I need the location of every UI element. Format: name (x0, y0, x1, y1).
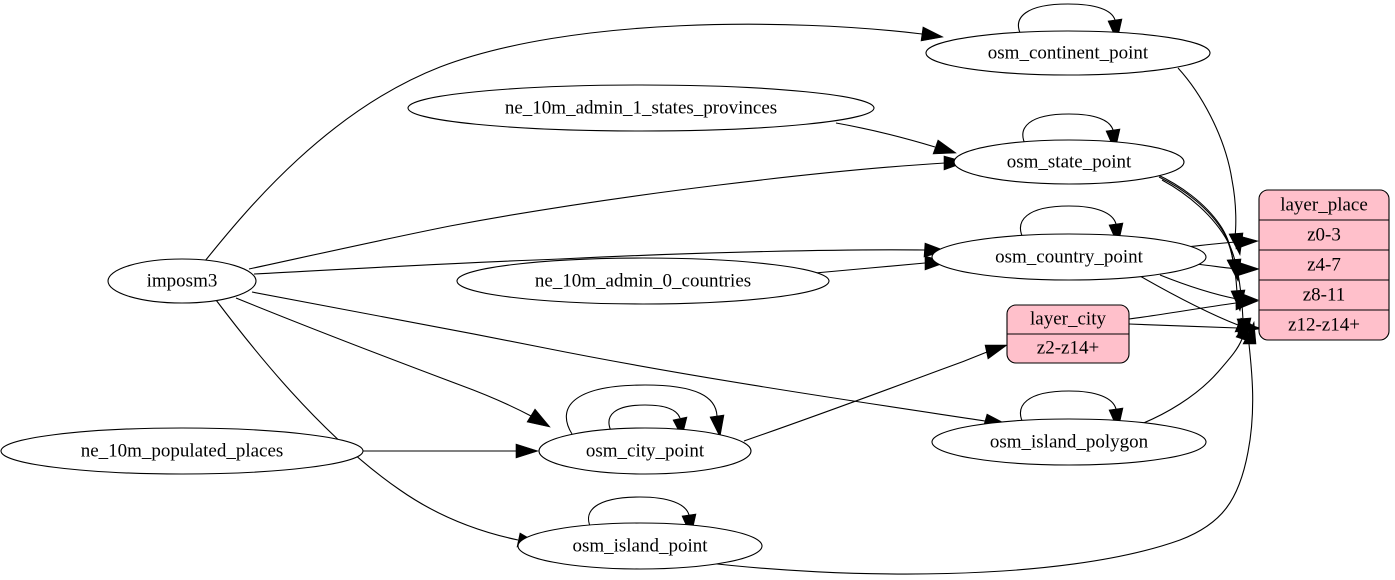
node-layer_place[interactable]: layer_place z0-3 z4-7 z8-11 z12-z14+ (1258, 189, 1390, 341)
edge-ne_10m_admin_0_countries-to-osm_country_point (814, 255, 948, 274)
edge-osm_island_polygon-to-layer_place-z12-z14plus (1135, 318, 1250, 427)
node-ne_10m_admin_0_countries[interactable]: ne_10m_admin_0_countries (456, 257, 830, 305)
node-osm_continent_point[interactable]: osm_continent_point (925, 30, 1211, 76)
node-osm_state_point-label: osm_state_point (1007, 151, 1132, 172)
layer_place-header-label: layer_place (1280, 194, 1368, 215)
edge-osm_city_point-to-layer_city-z2-z14plus (743, 344, 1008, 442)
layer_city-header-label: layer_city (1030, 308, 1106, 329)
node-osm_continent_point-label: osm_continent_point (988, 42, 1149, 63)
node-imposm3-label: imposm3 (147, 270, 218, 291)
node-osm_country_point[interactable]: osm_country_point (931, 233, 1207, 281)
layer_place-row-z0-3-label: z0-3 (1307, 224, 1341, 245)
edge-imposm3-to-osm_island_polygon (251, 291, 1007, 429)
node-ne_10m_populated_places[interactable]: ne_10m_populated_places (0, 427, 364, 475)
node-ne_10m_populated_places-label: ne_10m_populated_places (81, 440, 284, 461)
node-osm_city_point-label: osm_city_point (586, 440, 705, 461)
edge-selfloop-outer-osm_city_point (565, 384, 725, 438)
edge-osm_island_point-to-layer_place-z12-z14plus (699, 320, 1257, 575)
edge-layer_city-to-layer_place-z8-11 (1128, 295, 1259, 320)
node-layer_city[interactable]: layer_city z2-z14+ (1006, 304, 1130, 364)
edge-imposm3-to-osm_state_point (248, 155, 967, 270)
edge-selfloop-osm_continent_point (1018, 3, 1123, 42)
layer_place-row-z8-11-label: z8-11 (1303, 284, 1346, 305)
node-ne_10m_admin_0_countries-label: ne_10m_admin_0_countries (535, 270, 751, 291)
edge-ne_10m_admin_1_states_provinces-to-osm_state_point (835, 122, 957, 155)
layer-nodes-layer: layer_city z2-z14+ layer_place z0-3 z4-7… (1006, 189, 1390, 364)
edge-osm_country_point-to-layer_place-z4-7 (1195, 261, 1260, 277)
node-osm_island_polygon[interactable]: osm_island_polygon (931, 418, 1207, 466)
edge-osm_country_point-to-layer_place-z0-3 (1185, 234, 1259, 250)
edge-imposm3-to-osm_continent_point (204, 23, 944, 262)
node-osm_island_polygon-label: osm_island_polygon (990, 431, 1149, 452)
node-osm_country_point-label: osm_country_point (995, 246, 1143, 267)
node-osm_city_point[interactable]: osm_city_point (538, 427, 752, 475)
node-ne_10m_admin_1_states_provinces-label: ne_10m_admin_1_states_provinces (505, 97, 777, 118)
node-osm_island_point[interactable]: osm_island_point (517, 522, 763, 570)
node-osm_island_point-label: osm_island_point (572, 535, 708, 556)
node-osm_state_point[interactable]: osm_state_point (953, 139, 1185, 185)
layer_city-row-z2-z14plus-label: z2-z14+ (1037, 337, 1099, 358)
edge-ne_10m_populated_places-to-osm_city_point (363, 443, 539, 459)
edge-imposm3-to-osm_city_point (235, 297, 551, 428)
edge-osm_continent_point-to-layer_place-z0-3 (1177, 67, 1244, 256)
nodes-layer: imposm3 ne_10m_admin_1_states_provinces … (0, 30, 1211, 570)
node-ne_10m_admin_1_states_provinces[interactable]: ne_10m_admin_1_states_provinces (407, 84, 875, 132)
node-imposm3[interactable]: imposm3 (107, 258, 257, 304)
layer_place-row-z12-z14plus-label: z12-z14+ (1288, 314, 1360, 335)
layer_place-row-z4-7-label: z4-7 (1307, 254, 1341, 275)
